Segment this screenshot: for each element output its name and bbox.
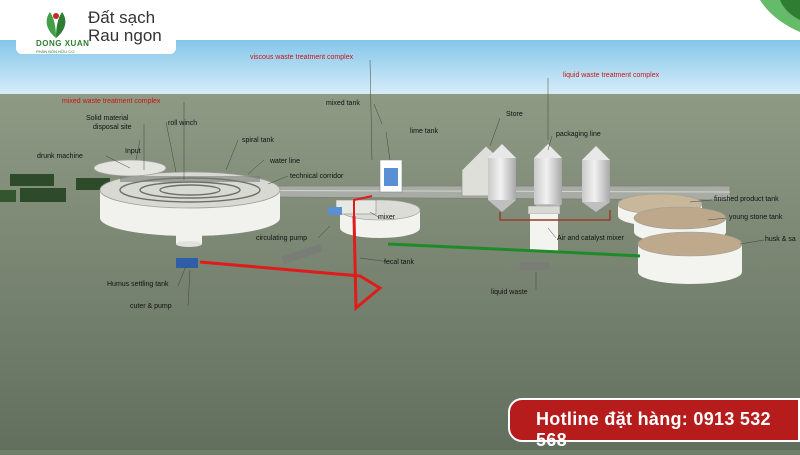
label-water-line: water line (270, 158, 300, 165)
corner-leaf-icon (760, 0, 800, 32)
label-spiral-tank: spiral tank (242, 137, 274, 144)
label-technical-corridor: technical corridor (290, 173, 344, 180)
label-young-stone-tank: young stone tank (729, 214, 783, 221)
label-cuter-pump: cuter & pump (130, 303, 172, 310)
brand-name: DONG XUAN (36, 39, 90, 48)
label-packaging-line: packaging line (556, 131, 601, 138)
tagline-line-1: Đất sạch (88, 8, 156, 27)
trucks (0, 174, 110, 202)
label-mixed-tank: mixed tank (326, 100, 360, 107)
leaf-icon (46, 12, 66, 38)
red-pipe-2 (353, 195, 373, 216)
label-fecal-tank: fecal tank (384, 259, 414, 266)
cutter-pump (176, 258, 198, 268)
label-store: Store (506, 111, 523, 118)
label-roll-winch: roll winch (168, 120, 198, 127)
circulating-pump-block (281, 244, 323, 264)
label-mixer: mixer (378, 214, 396, 221)
label-humus-settling-tank: Humus settling tank (107, 281, 169, 288)
label-circulating-pump: circulating pump (256, 235, 307, 242)
mixed-tank-big (99, 171, 281, 236)
label-mixed-complex: mixed waste treatment complex (62, 98, 161, 105)
humus-tank (176, 232, 202, 247)
label-finished-product-tank: finished product tank (714, 196, 779, 203)
tagline-line-2: Rau ngon (88, 26, 162, 45)
label-viscous-complex: viscous waste treatment complex (250, 54, 354, 61)
viscous-complex (328, 159, 421, 238)
hotline-button[interactable]: Hotline đặt hàng: 0913 532 568 (508, 398, 800, 450)
label-air-catalyst-mixer: Air and catalyst mixer (557, 235, 624, 242)
label-solid-site-2: disposal site (93, 124, 132, 131)
liquid-waste-pit (520, 262, 550, 270)
leader-lines (105, 59, 765, 307)
label-liquid-waste: liquid waste (491, 289, 528, 296)
label-input: Input (125, 148, 141, 155)
brown-pipe (499, 210, 611, 221)
logo[interactable]: DONG XUAN PHÂN BÓN HỮU CƠ (16, 2, 176, 54)
silos (488, 144, 610, 214)
red-pipe (199, 215, 383, 312)
hotline-text: Hotline đặt hàng: 0913 532 568 (536, 409, 771, 450)
label-lime-tank: lime tank (410, 128, 439, 135)
label-drunk-machine: drunk machine (37, 153, 83, 160)
right-tanks (617, 193, 743, 284)
brand-subtitle: PHÂN BÓN HỮU CƠ (36, 49, 75, 54)
green-pipe (387, 242, 641, 258)
air-catalyst-mixer (527, 205, 561, 252)
label-solid-site-1: Solid material (86, 115, 129, 122)
label-husk: husk & sa (765, 236, 796, 243)
label-liquid-complex: liquid waste treatment complex (563, 72, 660, 79)
